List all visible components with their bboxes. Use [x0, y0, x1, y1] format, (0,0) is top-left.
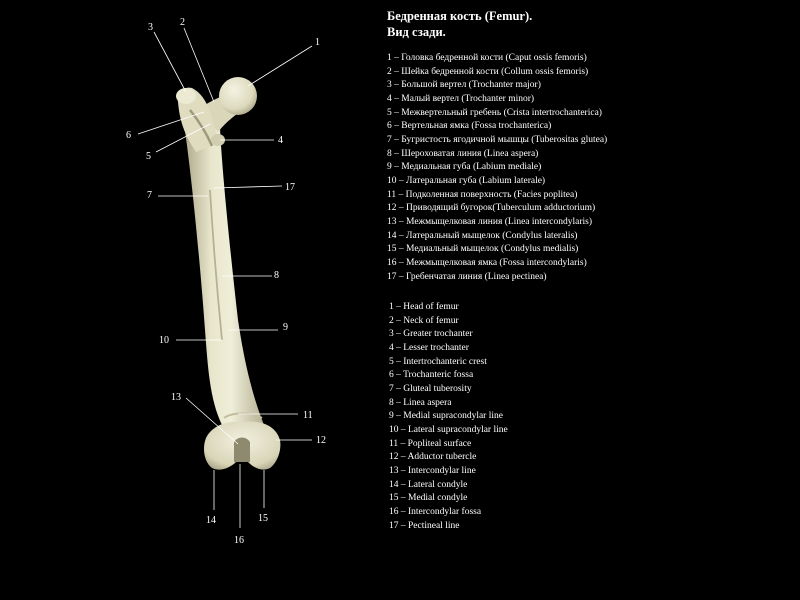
legend-ru-item: 13 – Межмыщелковая линия (Linea intercon…: [387, 216, 593, 227]
label-1: 1: [315, 37, 320, 48]
legend-ru-item: 2 – Шейка бедренной кости (Collum ossis …: [387, 66, 589, 77]
title-line-1: Бедренная кость (Femur).: [387, 9, 533, 23]
legend-en-item: 12 – Adductor tubercle: [389, 452, 477, 463]
legend-en-item: 2 – Neck of femur: [389, 315, 459, 326]
femur-head: [219, 77, 257, 115]
label-12: 12: [316, 435, 326, 446]
legend-en-item: 16 – Intercondylar fossa: [389, 507, 482, 517]
label-2: 2: [180, 17, 185, 28]
label-13: 13: [171, 392, 181, 403]
legend-ru-item: 9 – Медиальная губа (Labium mediale): [387, 162, 542, 173]
legend-en-item: 4 – Lesser trochanter: [389, 343, 469, 354]
label-10: 10: [159, 335, 169, 346]
legend-en-item: 11 – Popliteal surface: [389, 438, 472, 449]
femur-illustration: 1 2 3 4 5 6 7 8 9 10 11 12 13 14 15 16 1…: [126, 17, 326, 546]
legend-ru-item: 17 – Гребенчатая линия (Linea pectinea): [387, 271, 547, 282]
legend-en-item: 10 – Lateral supracondylar line: [389, 425, 508, 436]
legend-en-item: 14 – Lateral condyle: [389, 479, 468, 490]
legend-ru-item: 11 – Подколенная поверхность (Facies pop…: [387, 189, 578, 200]
legend-en-item: 1 – Head of femur: [389, 302, 459, 313]
legend-ru-item: 3 – Большой вертел (Trochanter major): [387, 80, 541, 91]
legend-ru-item: 12 – Приводящий бугорок(Tuberculum adduc…: [387, 203, 596, 214]
legend-ru-item: 8 – Шероховатая линия (Linea aspera): [387, 148, 539, 159]
femur-diagram: 1 2 3 4 5 6 7 8 9 10 11 12 13 14 15 16 1…: [0, 0, 380, 600]
text-panel: Бедренная кость (Femur). Вид сзади. 1 – …: [387, 8, 792, 533]
legend-ru-item: 5 – Межвертельный гребень (Crista intert…: [387, 107, 602, 118]
label-5: 5: [146, 151, 151, 162]
label-15: 15: [258, 513, 268, 524]
legend-ru-item: 7 – Бугристость ягодичной мышцы (Tuberos…: [387, 134, 608, 145]
label-4: 4: [278, 135, 283, 146]
legend-en-item: 8 – Linea aspera: [389, 397, 452, 408]
leader-lines: [137, 27, 313, 528]
legend-ru-item: 6 – Вертельная ямка (Fossa trochanterica…: [387, 121, 552, 132]
legend-russian: 1 – Головка бедренной кости (Caput ossis…: [387, 52, 792, 284]
legend-ru-item: 14 – Латеральный мыщелок (Condylus later…: [387, 230, 578, 241]
legend-ru-item: 15 – Медиальный мыщелок (Condylus medial…: [387, 244, 579, 255]
femur-lesser-trochanter: [211, 134, 225, 146]
legend-ru-item: 10 – Латеральная губа (Labium laterale): [387, 175, 546, 186]
legend-en-item: 3 – Greater trochanter: [389, 329, 473, 340]
legend-english: 1 – Head of femur 2 – Neck of femur 3 – …: [387, 301, 792, 533]
label-7: 7: [147, 190, 152, 201]
label-8: 8: [274, 270, 279, 281]
label-17: 17: [285, 182, 295, 193]
legend-ru-item: 16 – Межмыщелковая ямка (Fossa intercond…: [387, 257, 587, 268]
legend-en-item: 7 – Gluteal tuberosity: [389, 384, 472, 395]
label-9: 9: [283, 322, 288, 333]
title-line-2: Вид сзади.: [387, 25, 446, 39]
label-3: 3: [148, 22, 153, 33]
label-14: 14: [206, 515, 216, 526]
legend-en-item: 5 – Intertrochanteric crest: [389, 356, 487, 367]
legend-en-item: 17 – Pectineal line: [389, 520, 460, 531]
label-11: 11: [303, 410, 313, 421]
femur-shaft: [183, 118, 264, 425]
label-6: 6: [126, 130, 131, 141]
legend-en-item: 6 – Trochanteric fossa: [389, 370, 474, 381]
legend-ru-item: 4 – Малый вертел (Trochanter minor): [387, 93, 535, 104]
legend-en-item: 15 – Medial condyle: [389, 493, 468, 504]
legend-ru-item: 1 – Головка бедренной кости (Caput ossis…: [387, 53, 587, 63]
legend-en-item: 9 – Medial supracondylar line: [389, 411, 503, 422]
label-16: 16: [234, 535, 244, 546]
legend-en-item: 13 – Intercondylar line: [389, 466, 476, 477]
